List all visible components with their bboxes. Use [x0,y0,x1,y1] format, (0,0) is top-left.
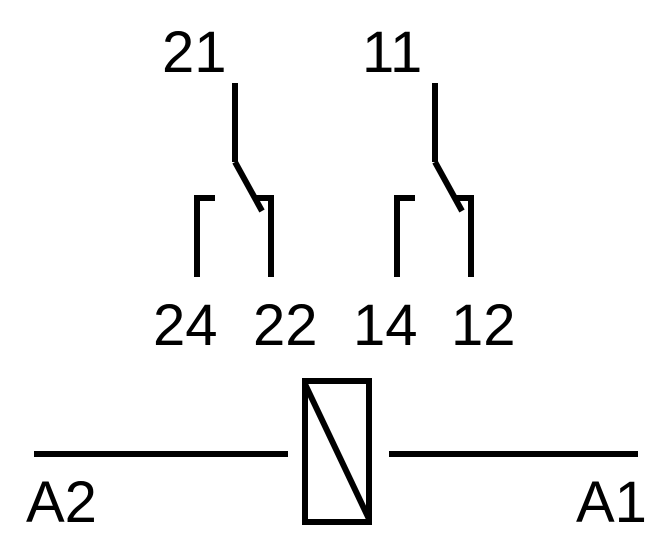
contact-24-terminal [194,195,215,277]
terminal-label-24: 24 [153,293,218,358]
terminal-label-a2: A2 [26,470,97,535]
changeover-contact-11: 11 14 12 [353,20,516,358]
terminal-label-11: 11 [362,20,422,85]
terminal-label-22: 22 [253,293,318,358]
terminal-label-21: 21 [162,20,227,85]
contact-21-blade [232,160,265,213]
terminal-label-a1: A1 [576,470,647,535]
contact-14-terminal [394,195,415,277]
terminal-label-14: 14 [353,293,418,358]
contact-12-terminal [455,195,474,277]
contact-11-blade [432,160,465,213]
terminal-label-12: 12 [451,293,516,358]
changeover-contact-21: 21 24 22 [153,20,318,358]
relay-coil: A2 A1 [26,378,647,535]
coil-box [302,378,372,525]
coil-diagonal [302,382,372,521]
contact-22-terminal [255,195,274,277]
